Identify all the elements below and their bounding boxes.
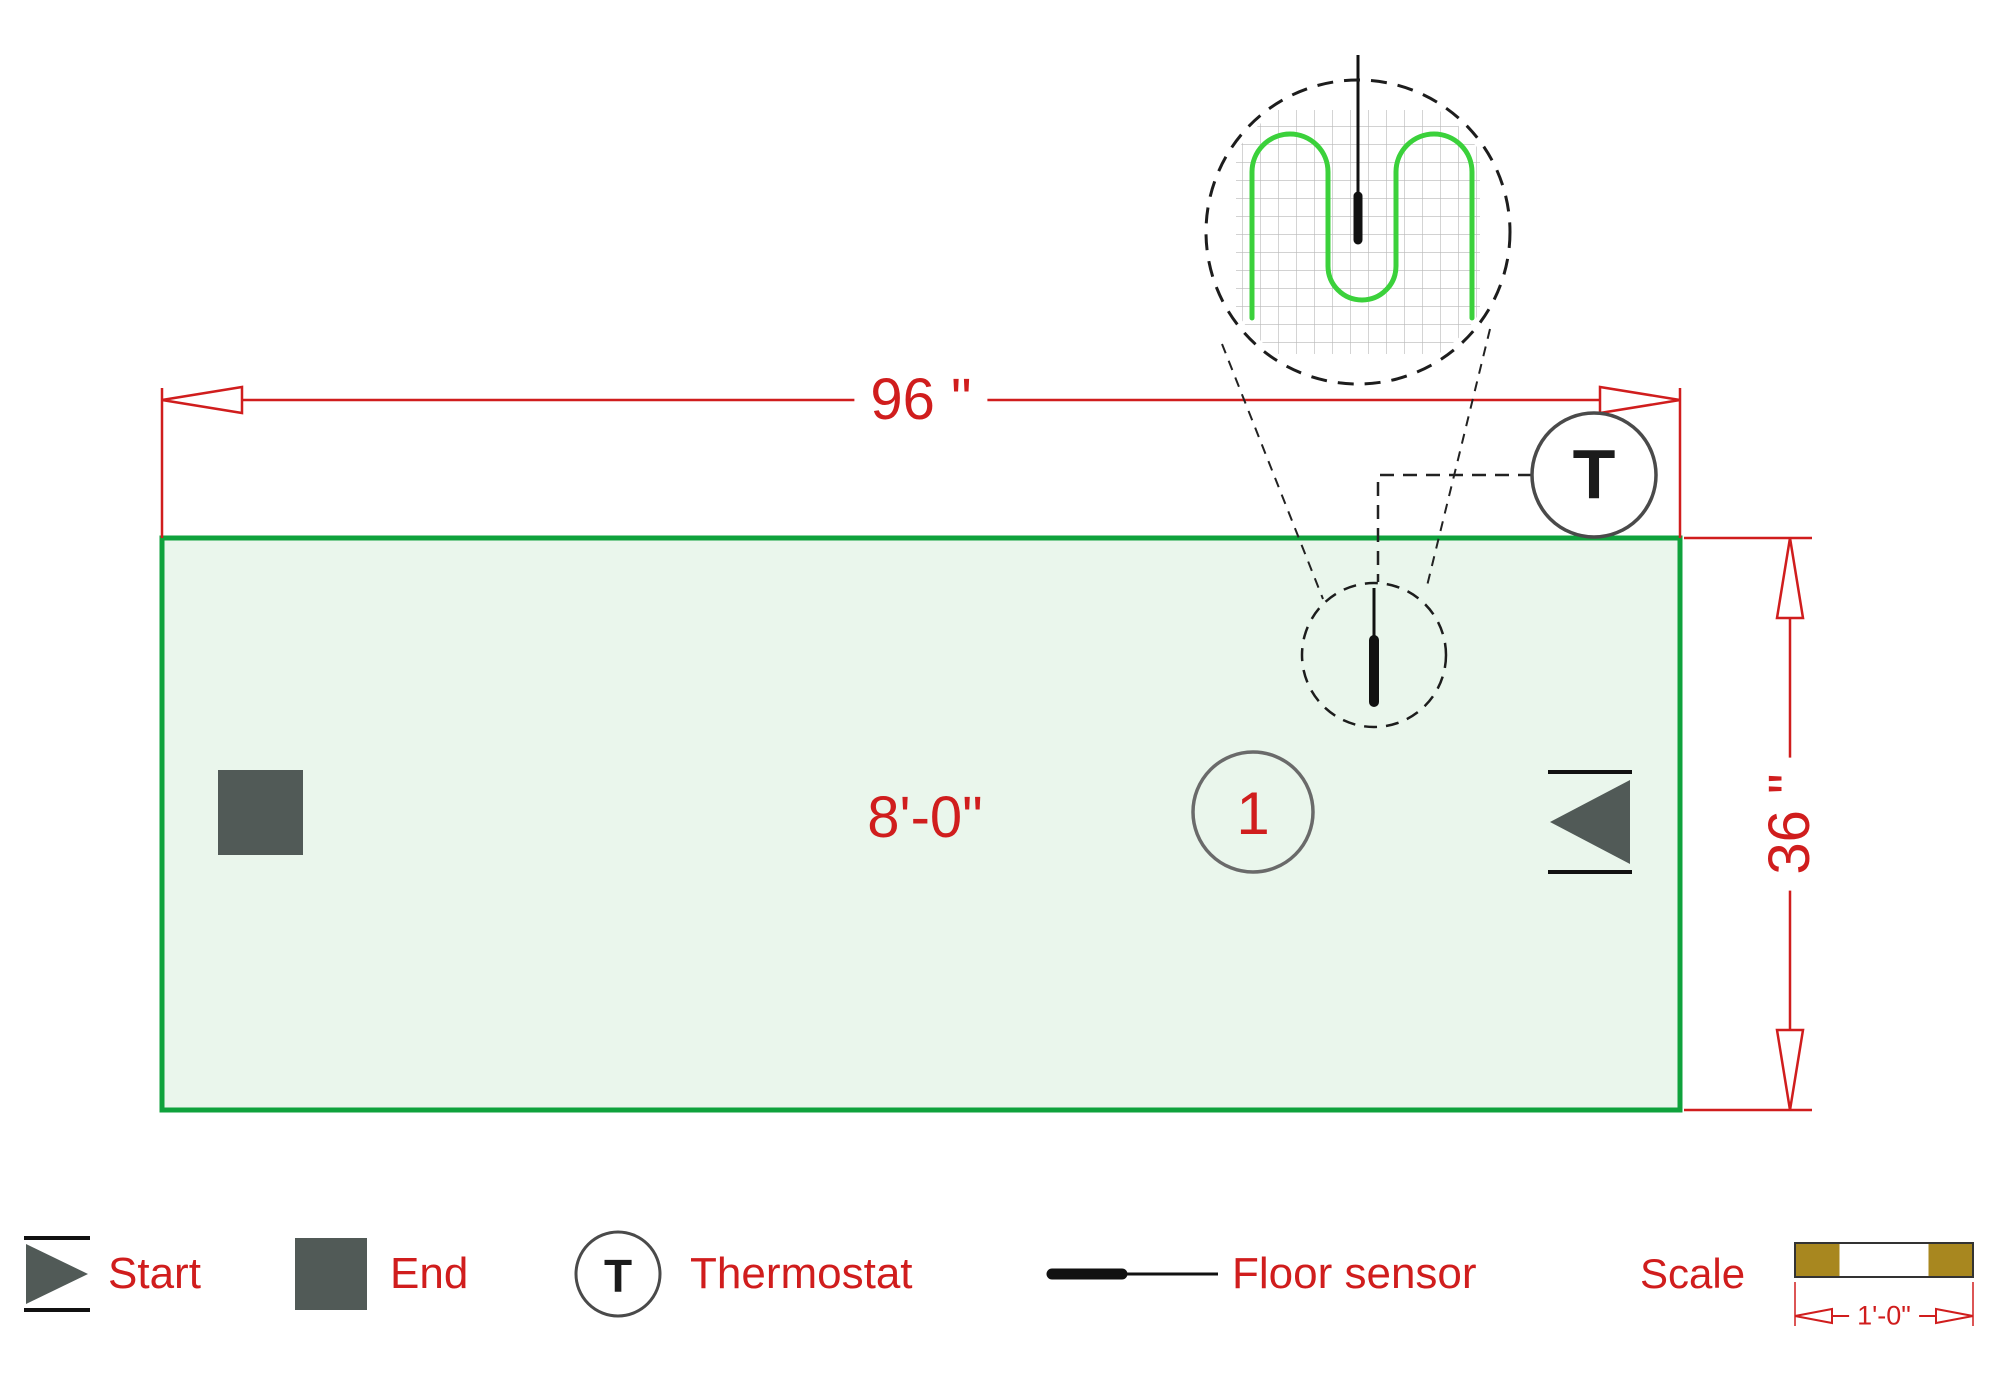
- detail-zoom-bubble: [1204, 55, 1512, 386]
- legend-floor-sensor-label: Floor sensor: [1232, 1249, 1477, 1298]
- scale-arrow-left-icon: [1794, 1307, 1833, 1325]
- arrowhead-right-icon: [1598, 385, 1681, 415]
- mat-length-label: 8'-0": [867, 785, 983, 850]
- sensor-location-circle: [1300, 581, 1448, 729]
- arrowhead-left-icon: [161, 385, 244, 415]
- thermostat-symbol-circle: [1530, 411, 1658, 539]
- detail-circle-outline: [1204, 78, 1512, 386]
- floor-sensor-location: [1300, 581, 1448, 729]
- area-number-label: 1: [1236, 780, 1270, 847]
- height-dimension-label: 36 ": [1757, 757, 1822, 891]
- scale-segment-3: [1884, 1243, 1929, 1277]
- legend-start-label: Start: [108, 1249, 201, 1298]
- scale-segment-1: [1795, 1243, 1840, 1277]
- heating-mat-area: [159, 535, 1683, 1113]
- scale-segment-2: [1839, 1243, 1884, 1277]
- zoom-cone-line-left: [1221, 343, 1324, 600]
- legend-symbols: [24, 1230, 1218, 1318]
- legend-end-label: End: [390, 1249, 469, 1298]
- heating-cable-serpentine: [1249, 131, 1475, 321]
- scale-arrow-right-icon: [1935, 1307, 1974, 1325]
- legend-scale-label: Scale: [1640, 1250, 1746, 1297]
- legend-thermostat-circle: [574, 1230, 662, 1318]
- zoom-cone-line-right: [1425, 328, 1491, 591]
- width-dimension-label: 96 ": [854, 369, 988, 431]
- arrowhead-down-icon: [1775, 1028, 1805, 1111]
- legend-thermostat-label: Thermostat: [690, 1249, 913, 1298]
- legend-start-icon: [26, 1244, 88, 1304]
- legend-thermostat-letter: T: [603, 1250, 633, 1302]
- end-marker-icon: [218, 770, 303, 855]
- arrowhead-up-icon: [1775, 537, 1805, 620]
- scale-segment-4: [1928, 1243, 1973, 1277]
- start-marker-plan: [1548, 770, 1632, 874]
- thermostat-letter: T: [1572, 435, 1616, 513]
- thermostat-connector-line: [1376, 473, 1532, 582]
- start-marker-icon: [1550, 780, 1630, 864]
- scale-bar: [1794, 1242, 1974, 1326]
- legend-end-icon: [295, 1238, 367, 1310]
- scale-dimension-label: 1'-0": [1849, 1302, 1919, 1330]
- area-number-circle: [1191, 750, 1315, 874]
- scale-bar-outline: [1794, 1242, 1974, 1278]
